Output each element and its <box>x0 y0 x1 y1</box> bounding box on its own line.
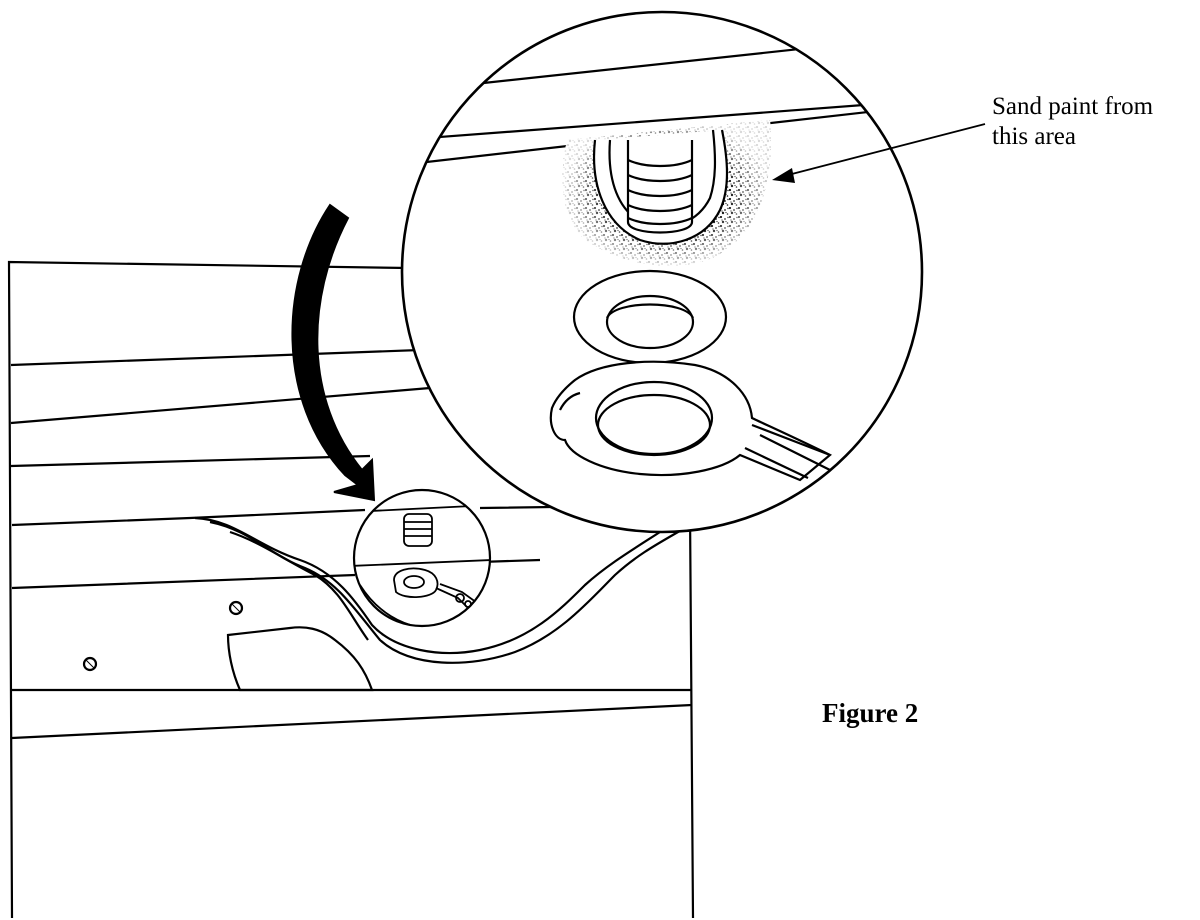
callout-leader <box>772 123 986 183</box>
ground-bolt-location <box>352 488 492 628</box>
callout-line-2: this area <box>992 123 1076 150</box>
connecting-arrow <box>291 203 376 502</box>
sand-paint-callout: Sand paint from this area <box>992 92 1153 152</box>
callout-line-1: Sand paint from <box>992 93 1154 120</box>
magnified-detail <box>400 10 924 534</box>
body-panel <box>7 260 695 919</box>
figure-caption: Figure 2 <box>822 698 919 728</box>
